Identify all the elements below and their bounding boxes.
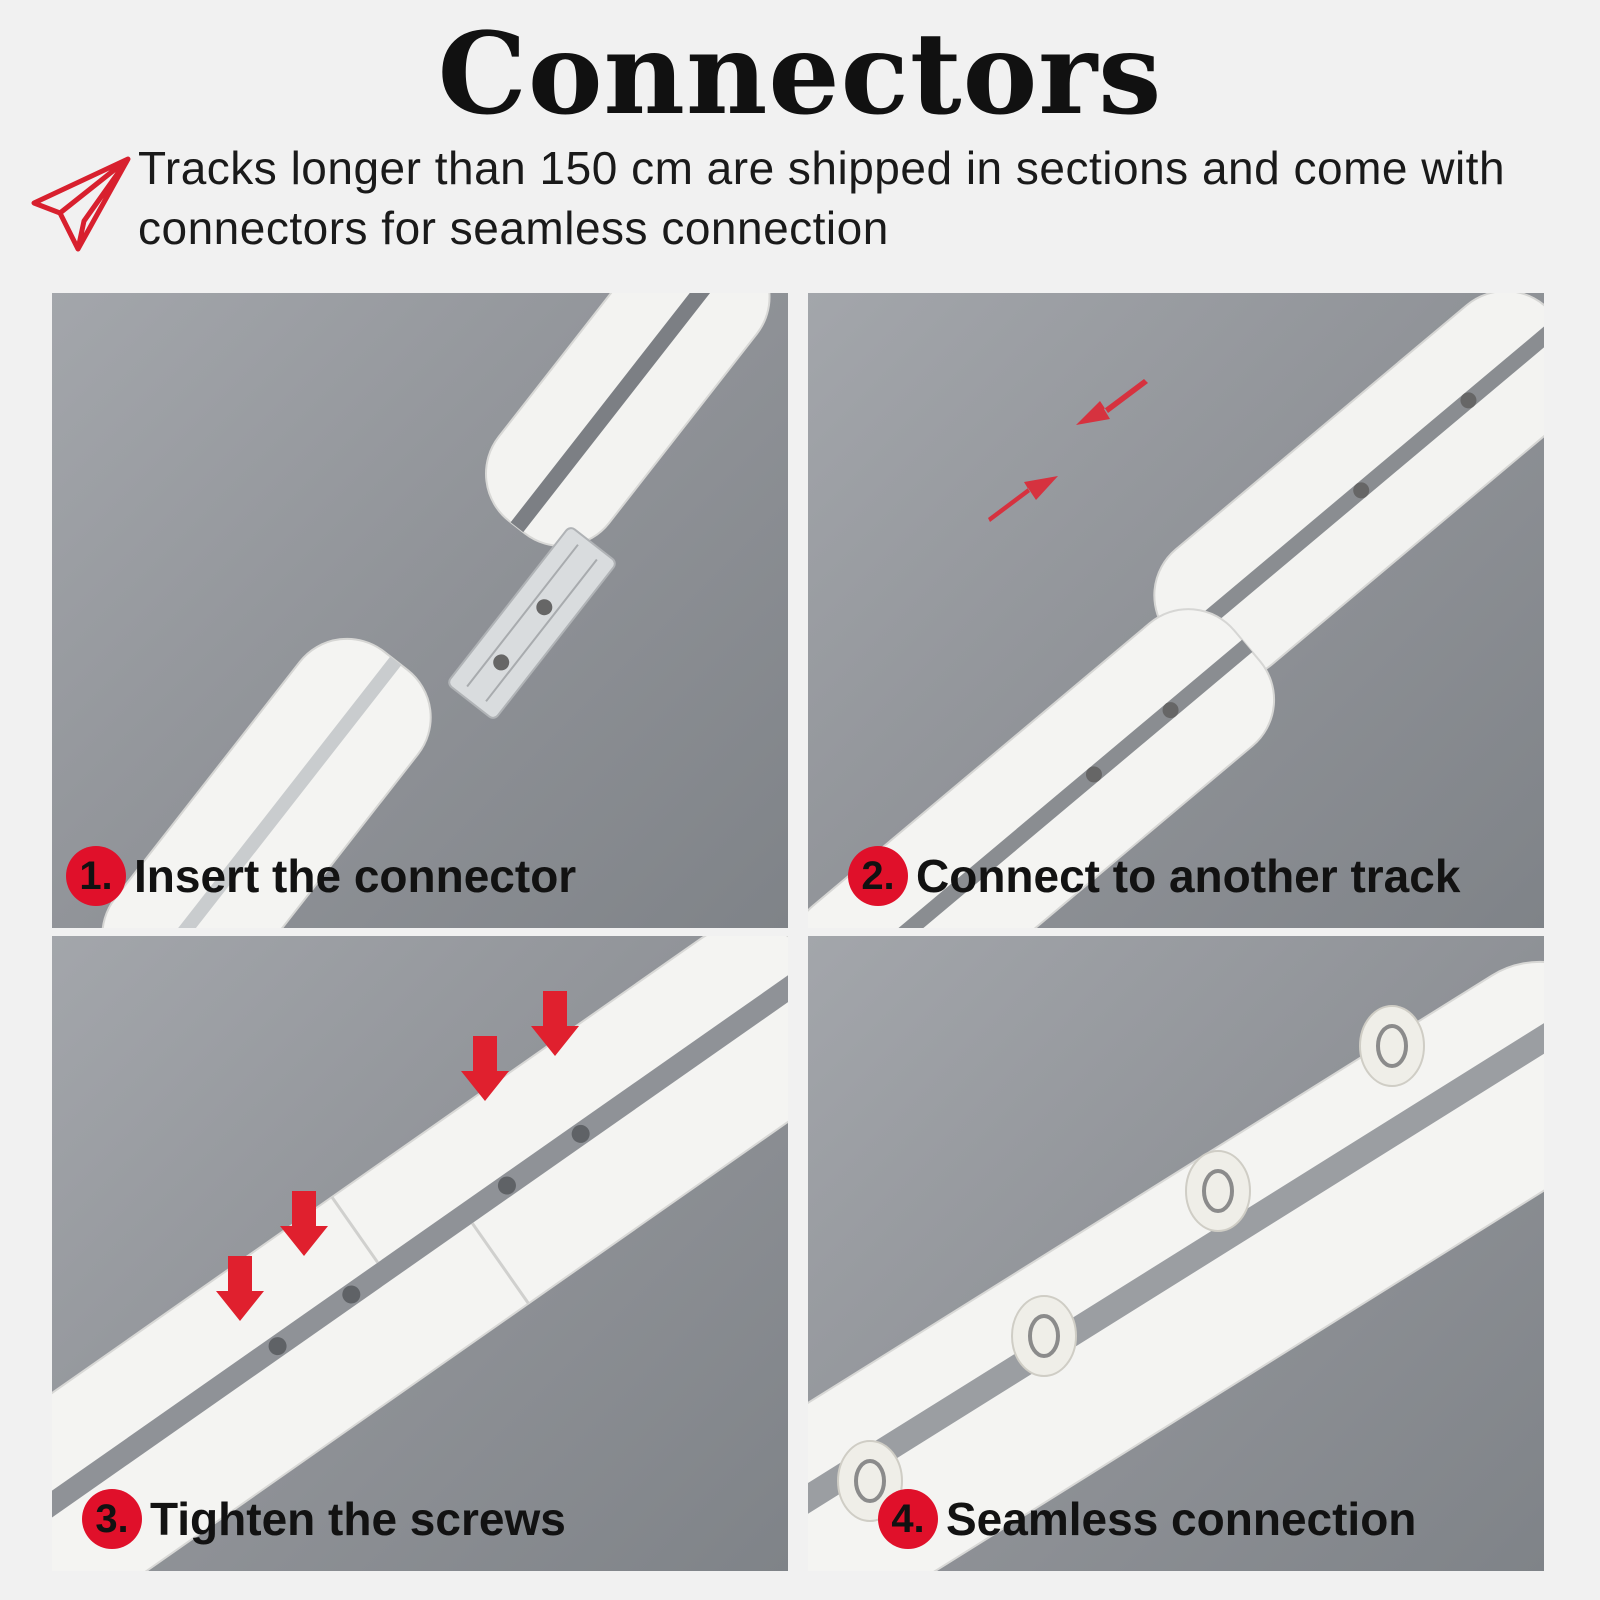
step-label: Insert the connector [134, 850, 577, 902]
red-arrow-icon [216, 991, 579, 1321]
track-photo-screws [52, 936, 788, 1571]
step-caption-4: 4. Seamless connection [878, 1489, 1416, 1549]
step-number-badge: 4. [878, 1489, 938, 1549]
step-panel-1: 1. Insert the connector [52, 293, 788, 928]
subtitle-text: Tracks longer than 150 cm are shipped in… [138, 142, 1506, 254]
step-caption-1: 1. Insert the connector [66, 846, 576, 906]
track-photo-insert [101, 293, 771, 928]
track-photo-seamless [808, 960, 1544, 1571]
step-number-badge: 3. [82, 1489, 142, 1549]
step-caption-2: 2. Connect to another track [848, 846, 1460, 906]
step-label: Connect to another track [916, 850, 1461, 902]
step-panel-3: 3. Tighten the screws [52, 936, 788, 1571]
paper-plane-icon [31, 156, 131, 252]
step-panel-4: 4. Seamless connection [808, 936, 1544, 1571]
step-number-badge: 1. [66, 846, 126, 906]
step-label: Tighten the screws [150, 1493, 566, 1545]
page-title: Connectors [437, 9, 1163, 140]
red-arrow-icon [988, 379, 1148, 522]
steps-grid: 1. Insert the connector 2. [52, 293, 1544, 1571]
step-caption-3: 3. Tighten the screws [82, 1489, 566, 1549]
track-photo-connect [808, 293, 1544, 928]
step-number-badge: 2. [848, 846, 908, 906]
track-glider [837, 1005, 1425, 1522]
step-panel-2: 2. Connect to another track [808, 293, 1544, 928]
step-label: Seamless connection [946, 1493, 1417, 1545]
